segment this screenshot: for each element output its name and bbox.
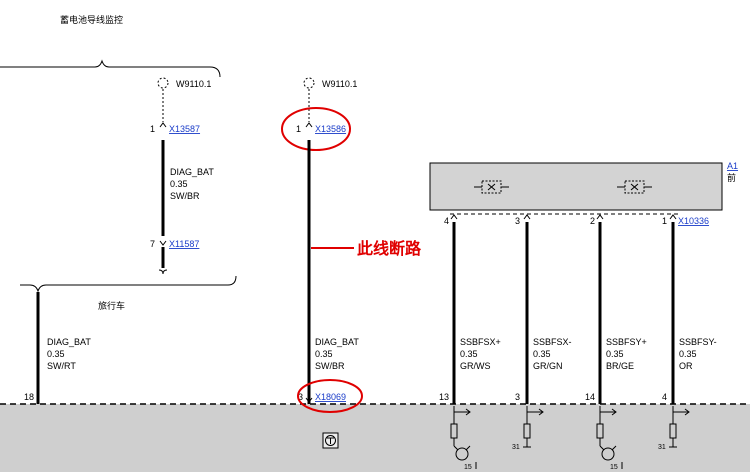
link-x13587[interactable]: X13587 [169, 124, 200, 134]
wire-center-gauge: 0.35 [315, 349, 333, 359]
module-wire-2-color: GR/GN [533, 361, 563, 371]
module-wire-4-gauge: 0.35 [679, 349, 697, 359]
connector-left-top-chevron [159, 122, 167, 128]
wire-center-name: DIAG_BAT [315, 337, 359, 347]
variant-label: 旅行车 [98, 300, 125, 311]
module-wire-2-top-pin: 3 [515, 216, 520, 226]
splice-left [157, 77, 169, 89]
module-wire-2: 3 SSBFSX- 0.35 GR/GN 3 [515, 214, 572, 404]
splice-center-label: W9110.1 [322, 79, 357, 89]
splice-center [303, 77, 315, 89]
ecu-housing [0, 404, 750, 472]
input-circuit-4: 31 [658, 406, 690, 451]
module-wire-1-bottom-pin: 13 [439, 392, 449, 402]
module-wire-4-color: OR [679, 361, 693, 371]
module-wire-3-top-pin: 2 [590, 216, 595, 226]
sensor-symbol-left [474, 180, 509, 194]
highlight-circle-bottom [297, 379, 363, 413]
link-x13586[interactable]: X13586 [315, 124, 346, 134]
page-title: 蓄电池导线监控 [60, 14, 123, 25]
module-wire-1-name: SSBFSX+ [460, 337, 501, 347]
link-a1[interactable]: A1 [727, 161, 738, 171]
module-wire-2-bottom-pin: 3 [515, 392, 520, 402]
ecu-symbol-mark [327, 437, 334, 444]
ground-label-2: 31 [512, 444, 520, 451]
connector-center-bottom-pin: 3 [298, 392, 303, 402]
module-a1 [429, 162, 723, 211]
link-x10336[interactable]: X10336 [678, 216, 709, 226]
module-wire-3-bottom-pin: 14 [585, 392, 595, 402]
wire-far-left-name: DIAG_BAT [47, 337, 91, 347]
wire-left-gauge: 0.35 [170, 179, 188, 189]
ground-label-3: 15 [610, 464, 618, 471]
link-x11587[interactable]: X11587 [169, 239, 199, 249]
module-wire-2-gauge: 0.35 [533, 349, 551, 359]
link-x18069[interactable]: X18069 [315, 392, 346, 402]
variant-brace [20, 275, 237, 293]
highlight-circle-top [281, 107, 351, 151]
module-wire-4: 1 SSBFSY- 0.35 OR 4 [662, 214, 717, 404]
wire-left-color: SW/BR [170, 191, 200, 201]
connector-left-bottom-pin: 7 [150, 239, 155, 249]
module-wire-4-name: SSBFSY- [679, 337, 717, 347]
wire-left-name: DIAG_BAT [170, 167, 214, 177]
module-wire-1-color: GR/WS [460, 361, 491, 371]
wire-far-left-pin: 18 [24, 392, 34, 402]
module-wire-1: 4 SSBFSX+ 0.35 GR/WS 13 [439, 214, 501, 404]
splice-left-label: W9110.1 [176, 79, 211, 89]
module-a1-sublabel: 前 [727, 172, 736, 183]
module-wire-3-name: SSBFSY+ [606, 337, 647, 347]
connector-center-top-chevron [305, 122, 313, 128]
module-wire-3-color: BR/GE [606, 361, 634, 371]
input-circuit-2: 31 [512, 406, 544, 451]
ground-label-4: 31 [658, 444, 666, 451]
connector-center-top-pin: 1 [296, 124, 301, 134]
ground-label-1: 15 [464, 464, 472, 471]
module-wire-1-gauge: 0.35 [460, 349, 478, 359]
module-wire-group: 4 SSBFSX+ 0.35 GR/WS 13 3 SSBFSX- 0.35 G… [439, 214, 717, 404]
connector-left-top-pin: 1 [150, 124, 155, 134]
wire-left-end [158, 269, 168, 275]
wire-center-color: SW/BR [315, 361, 345, 371]
wire-far-left-color: SW/RT [47, 361, 76, 371]
module-wire-4-top-pin: 1 [662, 216, 667, 226]
module-wire-3-gauge: 0.35 [606, 349, 624, 359]
sensor-symbol-right [617, 180, 652, 194]
open-circuit-annotation: 此线断路 [357, 239, 422, 258]
module-wire-1-top-pin: 4 [444, 216, 449, 226]
input-circuit-1: 15 [450, 406, 477, 471]
ecu-symbol-inner [325, 435, 336, 446]
connector-left-bottom-chevron [159, 240, 167, 246]
wire-far-left-gauge: 0.35 [47, 349, 65, 359]
connector-center-bottom-chevron [305, 397, 313, 403]
input-circuit-3: 15 [596, 406, 623, 471]
module-wire-3: 2 SSBFSY+ 0.35 BR/GE 14 [585, 214, 647, 404]
module-wire-4-bottom-pin: 4 [662, 392, 667, 402]
module-wire-2-name: SSBFSX- [533, 337, 572, 347]
top-brace [0, 59, 221, 78]
